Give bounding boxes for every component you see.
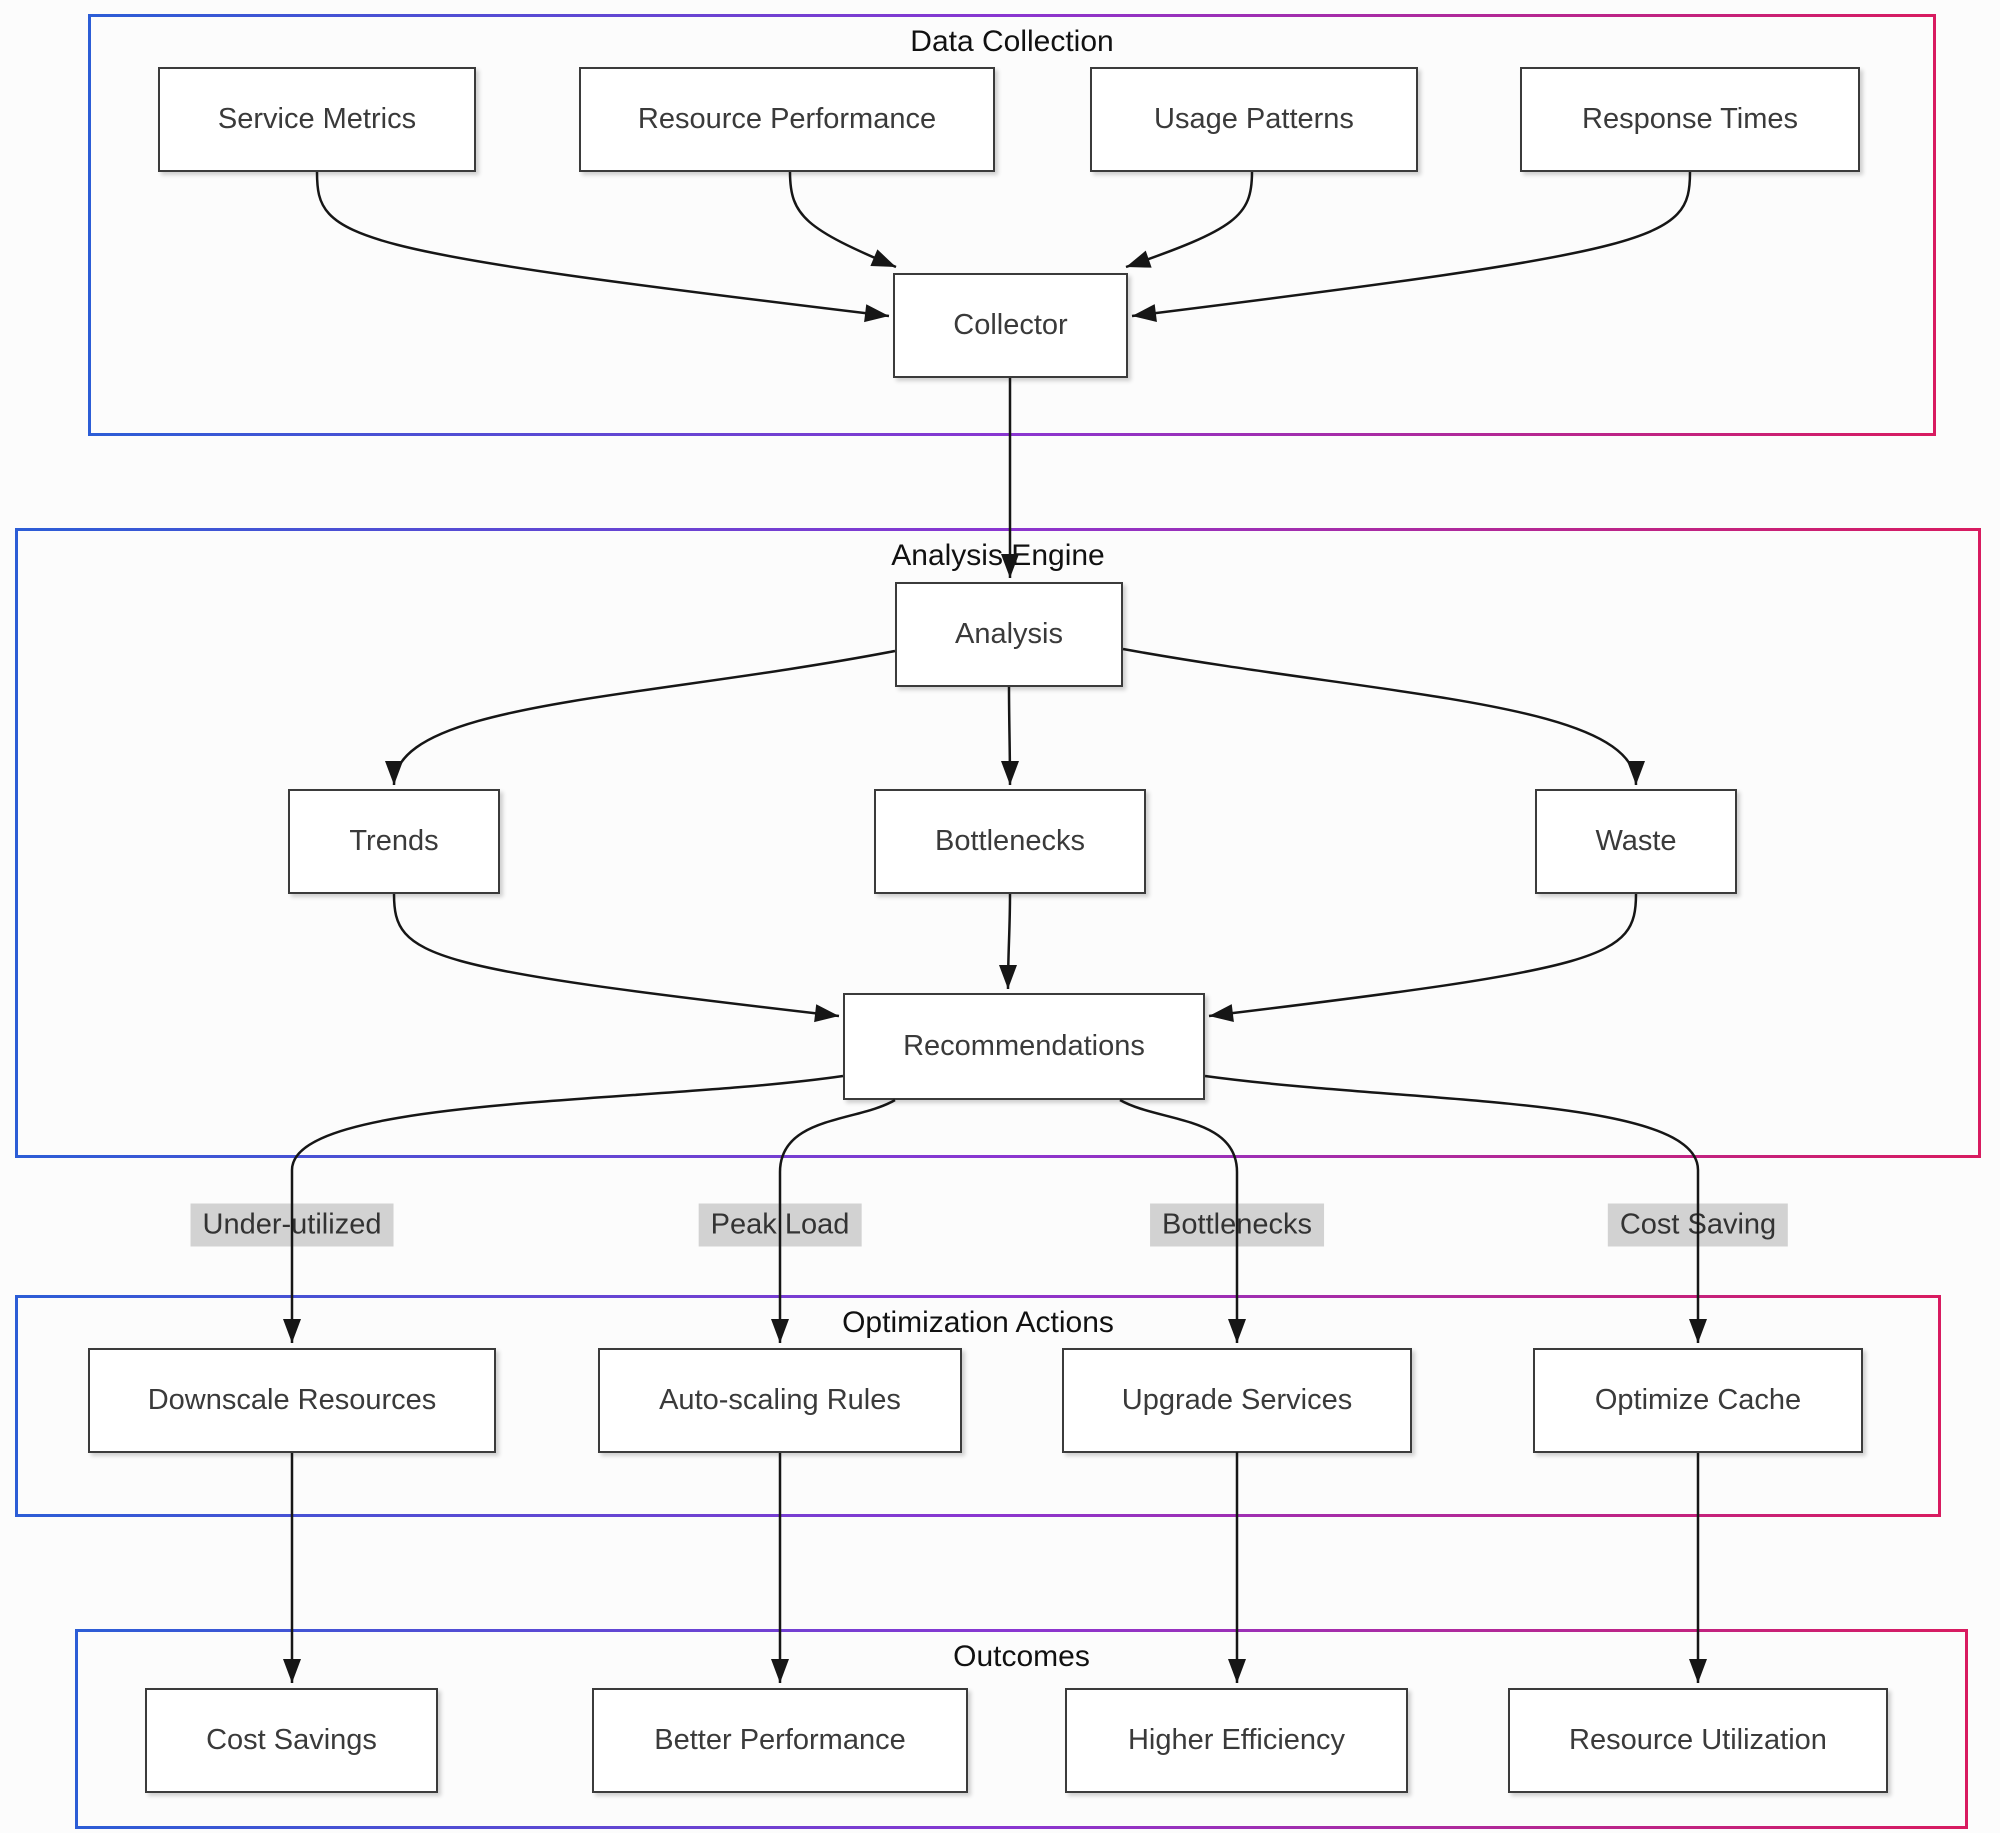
node-waste: Waste [1535, 789, 1737, 894]
node-usage-patterns: Usage Patterns [1090, 67, 1418, 172]
node-optimize-cache: Optimize Cache [1533, 1348, 1863, 1453]
node-service-metrics: Service Metrics [158, 67, 476, 172]
node-better-performance: Better Performance [592, 1688, 968, 1793]
cluster-title-analysis-engine: Analysis Engine [891, 539, 1105, 572]
node-analysis: Analysis [895, 582, 1123, 687]
edge-label-bottlenecks: Bottlenecks [1150, 1203, 1324, 1247]
node-cost-savings: Cost Savings [145, 1688, 438, 1793]
cluster-title-data-collection: Data Collection [910, 25, 1114, 58]
edge-label-peak-load: Peak Load [698, 1203, 862, 1247]
node-downscale-resources: Downscale Resources [88, 1348, 496, 1453]
node-bottlenecks: Bottlenecks [874, 789, 1146, 894]
cluster-title-optimization-actions: Optimization Actions [842, 1306, 1114, 1339]
node-collector: Collector [893, 273, 1128, 378]
node-recommendations: Recommendations [843, 993, 1205, 1100]
node-resource-performance: Resource Performance [579, 67, 995, 172]
node-trends: Trends [288, 789, 500, 894]
node-upgrade-services: Upgrade Services [1062, 1348, 1412, 1453]
node-response-times: Response Times [1520, 67, 1860, 172]
node-higher-efficiency: Higher Efficiency [1065, 1688, 1408, 1793]
cluster-title-outcomes: Outcomes [953, 1640, 1090, 1673]
edge-label-under-utilized: Under-utilized [190, 1203, 394, 1247]
node-auto-scaling-rules: Auto-scaling Rules [598, 1348, 962, 1453]
edge-label-cost-saving: Cost Saving [1607, 1203, 1789, 1247]
node-resource-utilization: Resource Utilization [1508, 1688, 1888, 1793]
